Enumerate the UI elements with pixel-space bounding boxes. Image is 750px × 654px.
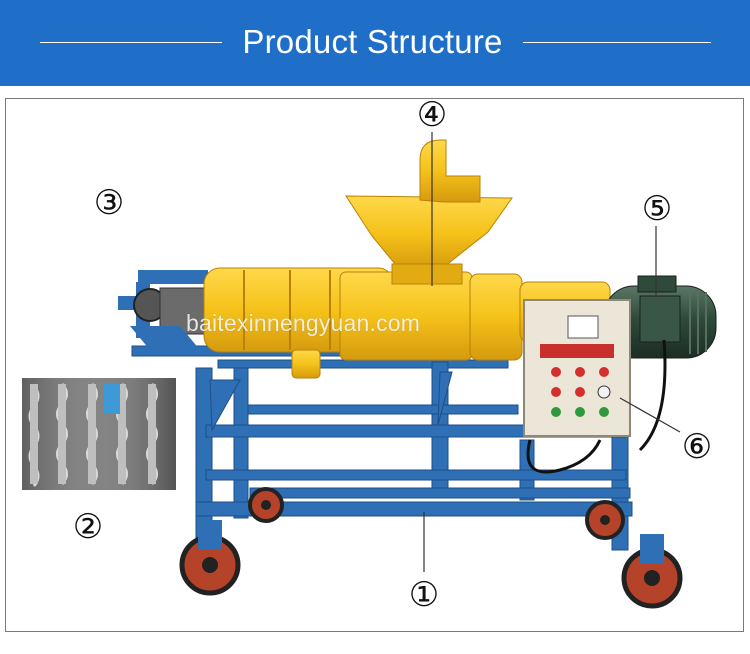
header-banner: Product Structure: [0, 0, 750, 86]
leader-lines: [423, 132, 681, 572]
control-cabinet: [523, 299, 631, 437]
power-cables: [526, 339, 667, 474]
discharge-end-assembly: [118, 270, 209, 350]
callout-number-4: ④: [416, 96, 448, 134]
header-rule-left: [40, 42, 222, 43]
screw-shaft-photo: [22, 378, 176, 490]
feed-hopper: [345, 139, 513, 285]
drive-motor: [603, 275, 717, 359]
watermark-text: baitexinnengyuan.com: [186, 310, 421, 336]
header-rule-right: [523, 42, 711, 43]
callout-number-5: ⑤: [641, 190, 673, 228]
callout-number-2: ②: [72, 508, 104, 546]
caster-wheels: [179, 487, 683, 609]
callout-number-6: ⑥: [681, 428, 713, 466]
callout-number-1: ①: [408, 576, 440, 614]
support-frame: [131, 345, 633, 551]
page-title: Product Structure: [242, 23, 503, 60]
callout-number-3: ③: [93, 184, 125, 222]
